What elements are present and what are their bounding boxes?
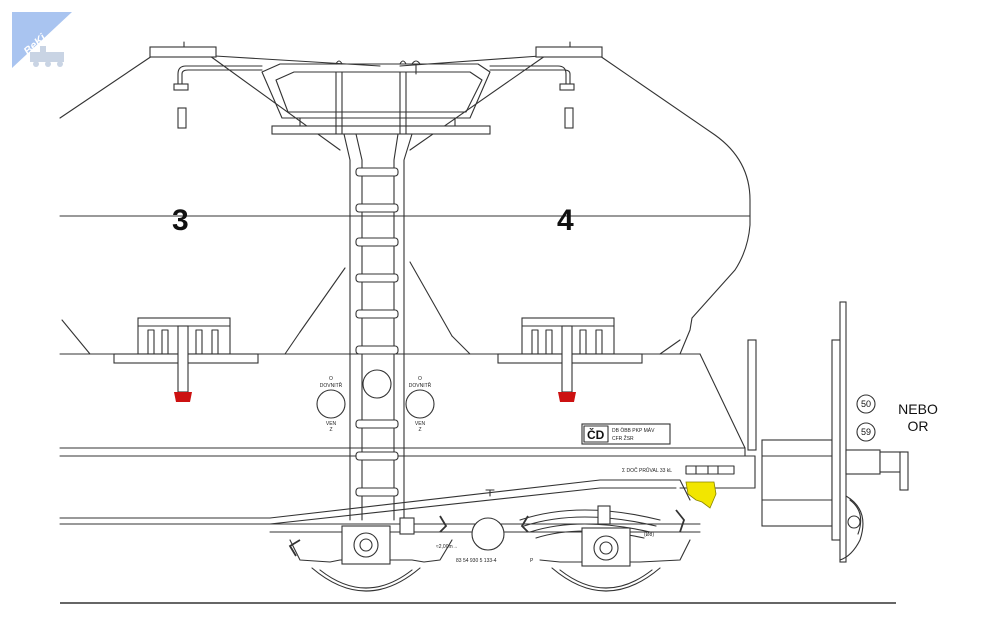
small-info-panel: Σ DOČ PRŮVAL 33 kL bbox=[622, 465, 735, 475]
operator-row-2: CFR ŽSR bbox=[612, 434, 634, 442]
hatch-right-bottom: VEN bbox=[415, 421, 426, 427]
hatch-left-sub: Z bbox=[329, 427, 332, 433]
hatch-left-top: O bbox=[329, 376, 333, 382]
operator-row-1: DB ÖBB PKP MÁV bbox=[612, 427, 655, 434]
hatch-right: O DOVNITŘ VEN Z bbox=[405, 376, 435, 433]
hatch-right-sub: Z bbox=[418, 427, 421, 433]
operator-mark: ČD bbox=[587, 427, 605, 442]
compartment-number-4: 4 bbox=[557, 204, 574, 237]
small-caption: (Ø8) bbox=[644, 532, 654, 538]
hatch-left-bottom: VEN bbox=[326, 421, 337, 427]
hatch-left: O DOVNITŘ VEN Z bbox=[316, 376, 346, 433]
ladder-rungs bbox=[355, 167, 399, 497]
wagon-number: 83 54 930 5 133-4 bbox=[456, 558, 497, 564]
discharge-valve-left bbox=[174, 392, 192, 402]
alternative-label-or: OR bbox=[908, 418, 929, 434]
end-structure bbox=[747, 301, 909, 563]
ladder bbox=[343, 133, 413, 521]
distance-mark: ≈2,00m→ bbox=[436, 544, 458, 550]
compartment-number-3: 3 bbox=[172, 204, 189, 237]
bogie-left: ≈2,00m→ bbox=[288, 515, 458, 592]
alternative-label-nebo: NEBO bbox=[898, 401, 938, 417]
watermark: BeKi bbox=[12, 12, 72, 68]
wagon-number-suffix: P bbox=[530, 558, 534, 564]
discharge-unit-right bbox=[497, 317, 643, 402]
yellow-coupling-part bbox=[685, 481, 717, 509]
small-panel-text: Σ DOČ PRŮVAL 33 kL bbox=[622, 467, 672, 474]
hatch-left-middle: DOVNITŘ bbox=[320, 381, 343, 389]
loading-pipes bbox=[173, 65, 575, 129]
operator-panel: ČD DB ÖBB PKP MÁV CFR ŽSR bbox=[581, 423, 671, 445]
hatch-right-top: O bbox=[418, 376, 422, 382]
circle-marks: 50 59 bbox=[856, 394, 876, 442]
bogie-right: (Ø8) bbox=[519, 505, 691, 592]
top-lids bbox=[149, 41, 603, 58]
circle-mark-59: 59 bbox=[861, 427, 871, 437]
locomotive-icon bbox=[30, 46, 64, 67]
discharge-unit-left bbox=[113, 317, 259, 402]
discharge-valve-right bbox=[558, 392, 576, 402]
top-platform bbox=[261, 60, 491, 135]
hatch-right-middle: DOVNITŘ bbox=[409, 381, 432, 389]
circle-mark-50: 50 bbox=[861, 399, 871, 409]
